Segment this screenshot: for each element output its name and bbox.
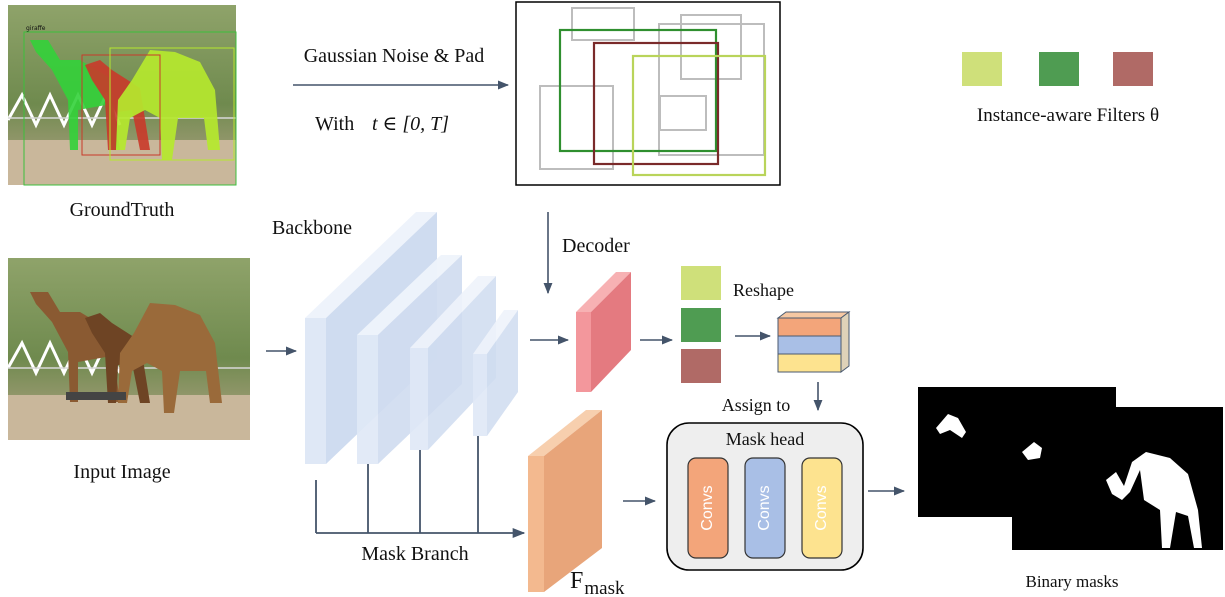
- mask-branch-label: Mask Branch: [361, 543, 468, 565]
- filter-light: [681, 266, 721, 300]
- filters-legend-label: Instance-aware Filters θ: [977, 105, 1159, 126]
- gaussian-noise-label: Gaussian Noise & Pad: [304, 45, 485, 67]
- with-label: With: [315, 113, 359, 135]
- fmask-sub: mask: [584, 578, 625, 597]
- conv-block-orange: [687, 457, 729, 559]
- conv-label-1: Convs: [699, 485, 716, 530]
- fmask-feature-map: [528, 410, 602, 592]
- legend-filter-brown: [1113, 52, 1153, 86]
- feature-map-stack: [776, 311, 851, 373]
- binary-mask-image: [918, 387, 1223, 550]
- conv-block-yellow: [801, 457, 843, 559]
- fmask-label: Fmask: [570, 568, 625, 597]
- groundtruth-image: giraffe: [6, 5, 237, 186]
- assign-to-label: Assign to: [722, 395, 791, 415]
- filter-green: [681, 308, 721, 342]
- mask-head-label: Mask head: [726, 429, 804, 449]
- backbone-feature-maps: [305, 212, 518, 464]
- conv-label-3: Convs: [813, 485, 830, 530]
- conv-block-blue: [744, 457, 786, 559]
- mask-branch-lines: [315, 436, 526, 539]
- photo-tag: giraffe: [26, 25, 46, 32]
- fmask-base: F: [570, 568, 583, 594]
- time-range-label: t ∈ [0, T]: [372, 113, 449, 135]
- noisy-box-canvas: [515, 1, 781, 186]
- binary-masks-label: Binary masks: [1025, 572, 1118, 591]
- legend-filter-green: [1039, 52, 1079, 86]
- decoder-label: Decoder: [562, 235, 630, 257]
- input-image-label: Input Image: [73, 461, 170, 483]
- backbone-label: Backbone: [272, 217, 352, 239]
- reshape-label: Reshape: [733, 280, 794, 300]
- mask-head: Mask head Convs Convs Convs: [666, 422, 864, 571]
- ground-truth-label: GroundTruth: [70, 199, 175, 221]
- filter-brown: [681, 349, 721, 383]
- conv-label-2: Convs: [756, 485, 773, 530]
- decoder-feature-map: [576, 272, 631, 392]
- input-image: [6, 258, 250, 440]
- legend-filter-light: [962, 52, 1002, 86]
